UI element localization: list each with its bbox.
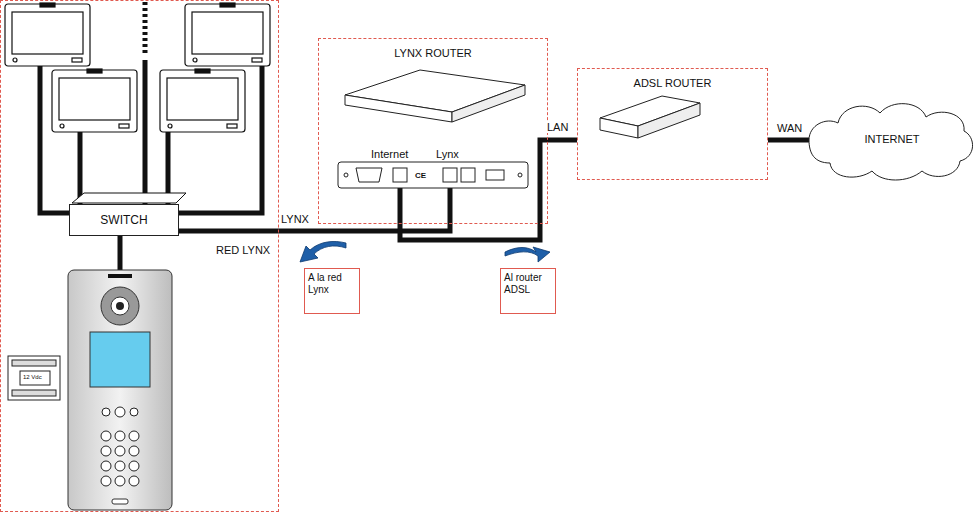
node-label: A la red Lynx [308,272,356,296]
cable [768,138,809,143]
cable-label: WAN [776,123,803,134]
cable-label: LAN [546,122,569,133]
callout-arrows [300,241,550,262]
region-title: LYNX ROUTER [319,47,547,60]
cable-label: LYNX [280,214,310,225]
voltage-label: 12 Vdc [23,374,42,380]
switch-box: SWITCH [69,204,179,236]
lynx-router-box [345,70,525,122]
router-region: LYNX ROUTER [318,38,548,224]
cable [179,224,450,231]
network-region: RED LYNX SWITCH [0,0,279,512]
callout-box: A la red Lynx [304,268,360,314]
node-label: Al router ADSL [504,272,552,296]
cable [400,140,577,240]
node-label: INTERNET [865,133,920,146]
power-supply [8,356,60,400]
door-panel [68,270,172,510]
port-label: CE [415,172,426,180]
callout-box: Al router ADSL [500,268,556,314]
switch-top [72,193,186,203]
router-region: ADSL ROUTER [577,68,768,180]
adsl-router-box [600,96,700,138]
monitors [5,3,270,132]
router-back-panel [338,162,528,188]
region-title: RED LYNX [216,244,270,257]
node-label: SWITCH [100,213,147,227]
internet-cloud: INTERNET [808,95,976,185]
port-label: Internet [371,149,408,160]
more-monitors [143,2,148,56]
port-label: Lynx [436,149,459,160]
region-title: ADSL ROUTER [578,77,767,90]
